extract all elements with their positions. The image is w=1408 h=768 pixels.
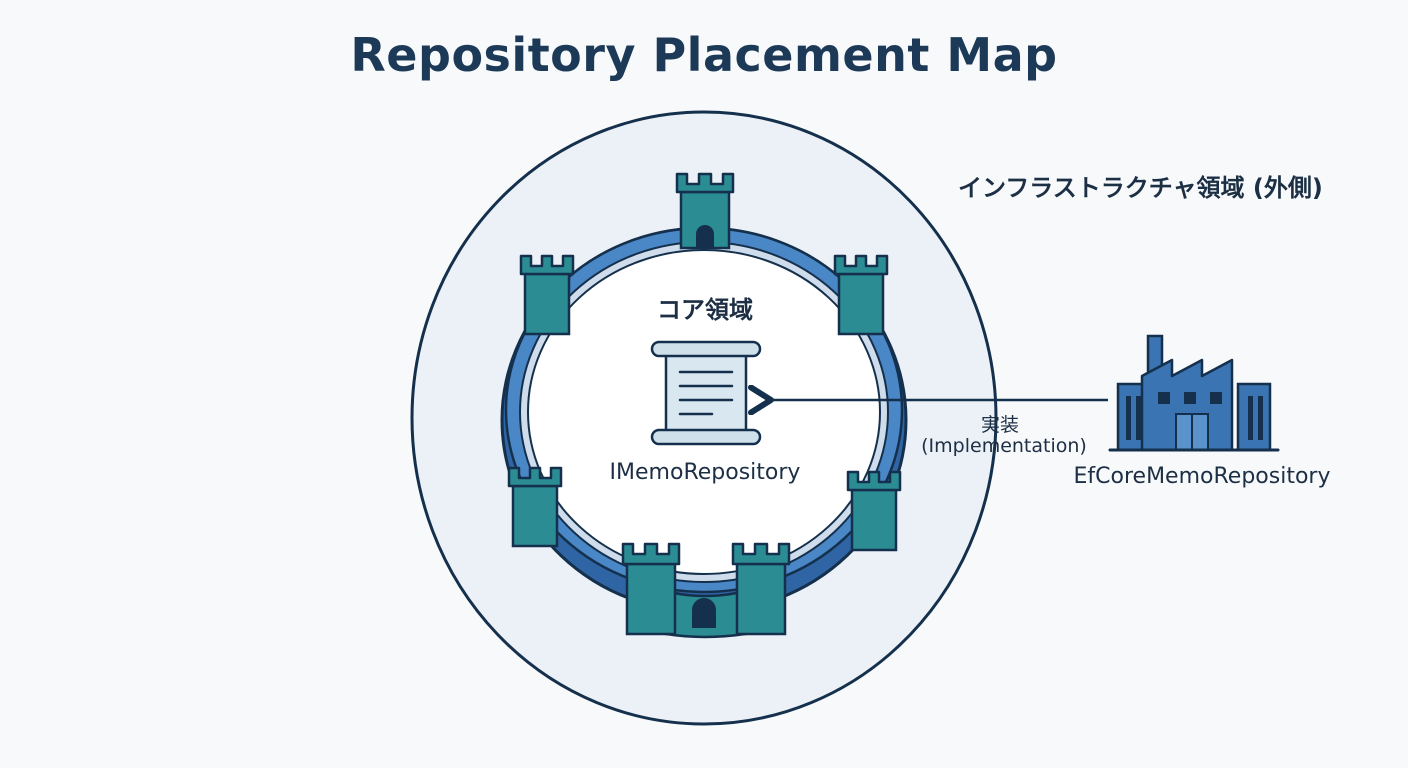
tower-top [675, 172, 735, 250]
tower-bottom-right [731, 542, 791, 636]
tower-lower-left [507, 466, 563, 548]
relation-label-en: (Implementation) [921, 435, 1087, 457]
tower-bottom-left [621, 542, 681, 636]
factory-icon [1108, 334, 1280, 452]
core-region-label: コア領域 [657, 296, 753, 324]
scroll-icon [650, 340, 762, 446]
implementation-label: EfCoreMemoRepository [1073, 464, 1331, 489]
tower-lower-right [846, 470, 902, 552]
tower-upper-right [833, 254, 889, 336]
tower-upper-left [519, 254, 575, 336]
relation-label-jp: 実装 [980, 414, 1019, 436]
infrastructure-region-label: インフラストラクチャ領域 (外側) [958, 174, 1323, 202]
interface-label: IMemoRepository [609, 460, 801, 485]
page-title: Repository Placement Map [350, 28, 1058, 82]
